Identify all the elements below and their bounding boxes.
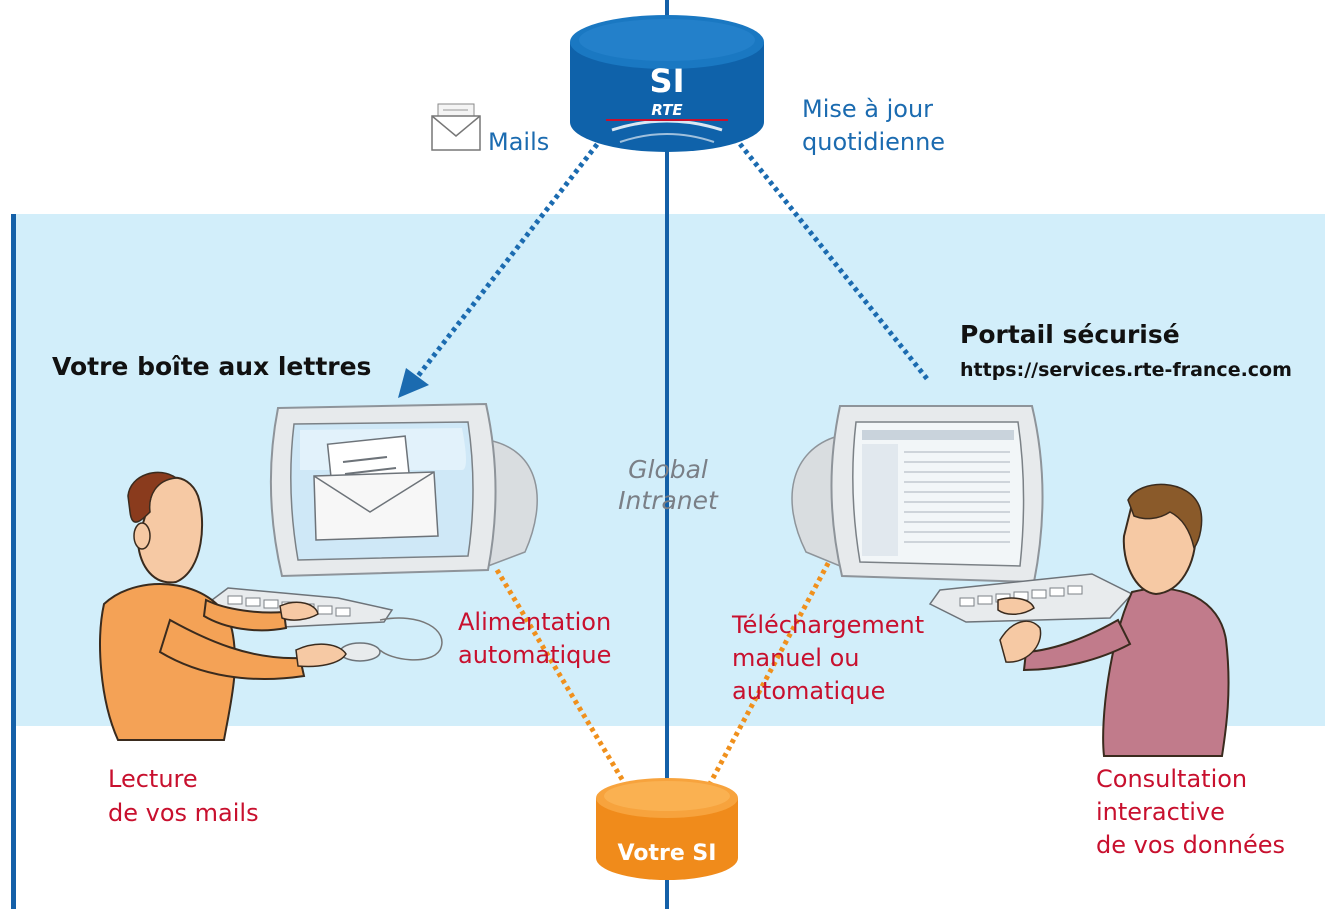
si-rte-title: SI	[650, 62, 685, 100]
update-label-line-1: Mise à jour	[802, 95, 933, 123]
monitor-icon	[269, 402, 538, 578]
consult-label-line-3: de vos données	[1096, 831, 1285, 859]
envelope-icon	[431, 103, 481, 151]
right-person-icon	[997, 483, 1230, 757]
monitor-icon	[791, 405, 1044, 584]
consult-label-line-2: interactive	[1096, 798, 1225, 826]
keyboard-icon	[928, 573, 1134, 623]
portal-title: Portail sécurisé	[960, 320, 1180, 349]
mails-label: Mails	[488, 128, 549, 156]
votre-si-database-icon	[596, 778, 738, 880]
mails-flow-line	[416, 136, 604, 378]
download-label-line-2: manuel ou	[732, 644, 859, 672]
consult-label-line-1: Consultation	[1096, 765, 1247, 793]
mails-flow-arrow	[398, 368, 429, 398]
reading-label-line-2: de vos mails	[108, 799, 259, 827]
si-rte-subtitle: RTE	[651, 101, 683, 119]
update-flow-line	[738, 142, 930, 382]
feed-flow-line	[494, 568, 641, 808]
left-person-icon	[99, 471, 347, 741]
reading-label-line-1: Lecture	[108, 765, 198, 793]
si-rte-database-icon	[570, 15, 764, 152]
mailbox-title: Votre boîte aux lettres	[52, 352, 371, 381]
center-axis-line	[665, 0, 669, 909]
network-label-line-2: Intranet	[618, 486, 719, 515]
download-label-line-1: Téléchargement	[731, 611, 924, 639]
feed-label-line-2: automatique	[458, 641, 611, 669]
votre-si-label: Votre SI	[618, 841, 717, 866]
network-label-line-1: Global	[628, 455, 708, 484]
portal-url: https://services.rte-france.com	[960, 359, 1292, 381]
left-axis-line	[11, 214, 16, 909]
update-label-line-2: quotidienne	[802, 128, 945, 156]
feed-label-line-1: Alimentation	[458, 608, 611, 636]
download-label-line-3: automatique	[732, 677, 885, 705]
